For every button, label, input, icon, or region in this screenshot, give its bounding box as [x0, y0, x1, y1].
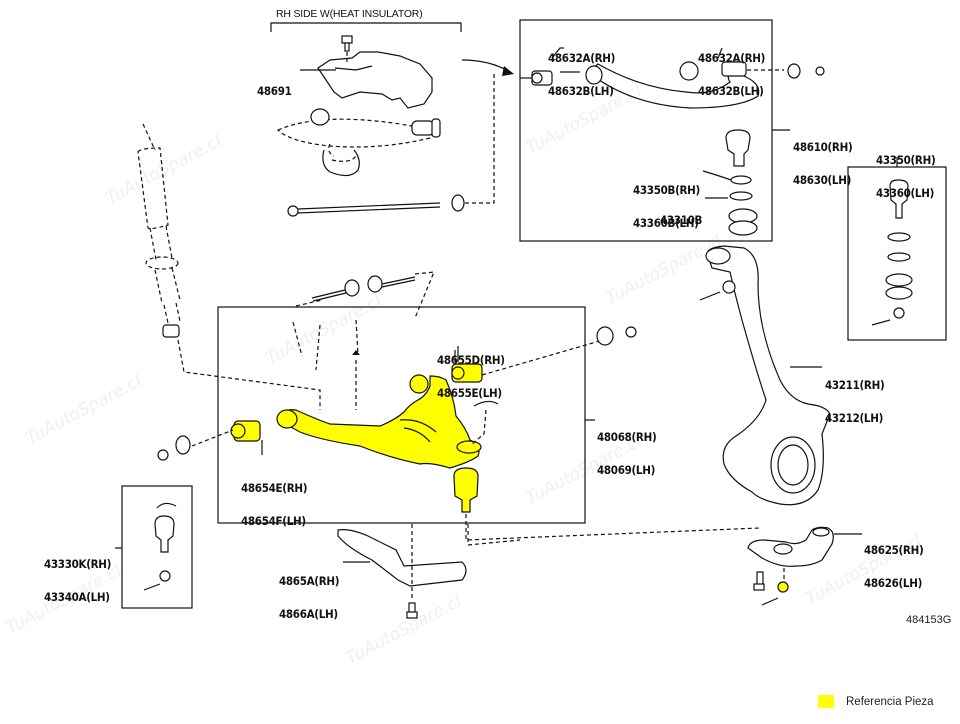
callout-48654[interactable]: 48654E(RH) 48654F(LH) — [241, 461, 307, 538]
illustration-code: 484153G — [906, 614, 952, 626]
arrow-line — [461, 59, 511, 73]
part-number-lh: 48655E(LH) — [437, 386, 502, 400]
callout-48691[interactable]: 48691 — [257, 64, 292, 108]
part-number-lh: 43340A(LH) — [44, 590, 110, 604]
part-number-rh: 48068(RH) — [597, 430, 657, 444]
header-note: RH SIDE W(HEAT INSULATOR) — [276, 8, 423, 20]
callout-48068[interactable]: 48068(RH) 48069(LH) — [597, 410, 657, 487]
legend-label: Referencia Pieza — [846, 695, 934, 708]
part-number-rh: 43211(RH) — [825, 378, 885, 392]
upper-control-arm — [560, 61, 760, 109]
bushing-left — [520, 70, 553, 86]
bolt-icon — [341, 35, 353, 62]
legend-swatch — [818, 695, 834, 708]
callout-48610[interactable]: 48610(RH) 48630(LH) — [793, 120, 853, 197]
lower-control-arm — [276, 374, 482, 469]
lower-arm-box — [217, 306, 586, 524]
part-number-rh: 43350B(RH) — [633, 183, 700, 197]
callout-48632-left[interactable]: 48632A(RH) 48632B(LH) — [548, 31, 615, 108]
part-number-rh: 4865A(RH) — [279, 574, 340, 588]
ball-joint-kit — [871, 179, 913, 326]
lower-ball-joint-kit-box — [121, 485, 193, 609]
part-number-rh: 43350(RH) — [876, 153, 936, 167]
callout-43310B[interactable]: 43310B — [660, 193, 702, 237]
rear-washer — [481, 326, 637, 376]
part-number-lh: 48626(LH) — [864, 576, 923, 590]
upper-arm-outline — [276, 108, 441, 177]
leader-48632-left — [551, 47, 564, 59]
part-number-lh: 48069(LH) — [597, 463, 656, 477]
camber-bolts — [295, 271, 435, 319]
part-number-lh: 43212(LH) — [825, 411, 884, 425]
part-number-lh: 48654F(LH) — [241, 514, 306, 528]
part-number-rh: 43330K(RH) — [44, 557, 112, 571]
part-number-lh: 4866A(LH) — [279, 607, 338, 621]
header-bracket — [270, 22, 462, 32]
upper-ball-joint — [725, 129, 758, 236]
heat-insulator — [317, 51, 433, 109]
guide-lines — [292, 319, 359, 371]
lower-bushing-front — [230, 420, 263, 455]
arrow-icon — [502, 66, 514, 76]
callout-48655[interactable]: 48655D(RH) 48655E(LH) — [437, 333, 505, 410]
callout-43211[interactable]: 43211(RH) 43212(LH) — [825, 358, 885, 435]
steering-knuckle — [699, 245, 831, 506]
skid-plate — [337, 524, 467, 619]
lower-ball-joint — [453, 467, 761, 541]
part-number-rh: 48632A(RH) — [698, 51, 766, 65]
part-number-rh: 48625(RH) — [864, 543, 924, 557]
part-number-lh: 48632B(LH) — [698, 84, 764, 98]
callout-48625[interactable]: 48625(RH) 48626(LH) — [864, 523, 924, 600]
leader-43350B — [702, 170, 732, 181]
bushing-right — [721, 61, 825, 79]
callout-43330K[interactable]: 43330K(RH) 43340A(LH) — [44, 537, 111, 614]
knuckle-arm — [747, 526, 862, 606]
part-number-rh: 48654E(RH) — [241, 481, 308, 495]
part-number: 43310B — [660, 213, 703, 227]
part-number: 48691 — [257, 84, 292, 98]
callout-43350[interactable]: 43350(RH) 43360(LH) — [876, 133, 936, 210]
part-number-lh: 48630(LH) — [793, 173, 852, 187]
callout-43350B[interactable]: 43350B(RH) 43360B(LH) — [633, 163, 700, 240]
lower-ball-joint-kit — [143, 502, 177, 591]
lower-bushing-rear — [451, 350, 483, 383]
snap-ring — [471, 400, 499, 445]
leader-48632-right — [717, 47, 723, 59]
part-number-lh: 43360(LH) — [876, 186, 935, 200]
bolt-icon — [352, 350, 360, 355]
strut-rod — [287, 72, 495, 217]
callout-4865A[interactable]: 4865A(RH) 4866A(LH) — [279, 554, 339, 631]
part-number-lh: 48632B(LH) — [548, 84, 614, 98]
part-number-rh: 48655D(RH) — [437, 353, 505, 367]
part-number-rh: 48610(RH) — [793, 140, 853, 154]
callout-48632-right[interactable]: 48632A(RH) 48632B(LH) — [698, 31, 765, 108]
guide-line-lower — [467, 524, 521, 546]
part-number-lh: 43360B(LH) — [633, 216, 699, 230]
part-number-rh: 48632A(RH) — [548, 51, 616, 65]
legend: Referencia Pieza — [818, 695, 934, 708]
shock-absorber — [137, 123, 321, 410]
front-washer — [157, 429, 234, 461]
